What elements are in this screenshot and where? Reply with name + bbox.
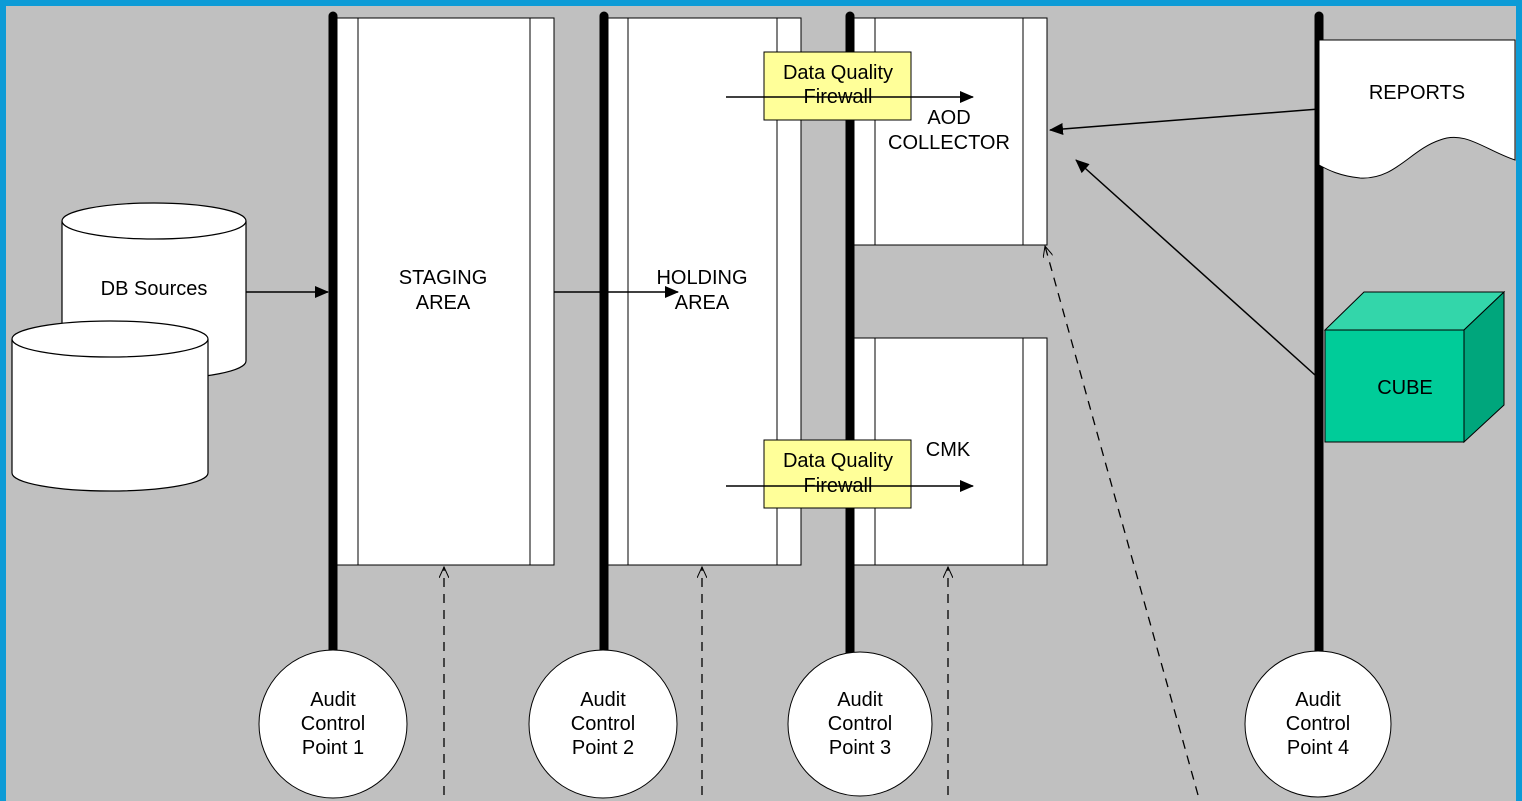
reports-label: REPORTS	[1369, 82, 1465, 104]
audit-1-line3: Point 1	[302, 737, 364, 759]
firewall-1-line1: Data Quality	[783, 62, 893, 84]
audit-4-line3: Point 4	[1287, 737, 1349, 759]
db-sources-cylinders: DB Sources	[11, 202, 247, 492]
staging-label-line1: STAGING	[399, 267, 488, 289]
data-quality-firewall-1: Data Quality Firewall	[763, 51, 912, 121]
audit-control-point-1: Audit Control Point 1	[258, 649, 408, 799]
audit-1-line1: Audit	[310, 689, 356, 711]
staging-area-box: STAGING AREA	[335, 17, 555, 566]
audit-control-point-2: Audit Control Point 2	[528, 649, 678, 799]
arrow-reports-to-aod	[1049, 108, 1320, 135]
audit-2-line1: Audit	[580, 689, 626, 711]
holding-label-line1: HOLDING	[656, 267, 747, 289]
cube-label: CUBE	[1377, 377, 1433, 399]
staging-label-line2: AREA	[416, 292, 471, 314]
aod-label-line2: COLLECTOR	[888, 132, 1010, 154]
db-sources-label: DB Sources	[101, 278, 208, 300]
audit-2-line2: Control	[571, 713, 635, 735]
audit-control-point-4: Audit Control Point 4	[1244, 650, 1392, 798]
audit-4-line2: Control	[1286, 713, 1350, 735]
audit-control-point-3: Audit Control Point 3	[787, 651, 933, 797]
aod-label-line1: AOD	[927, 107, 970, 129]
data-quality-firewall-2: Data Quality Firewall	[763, 439, 912, 509]
cube-shape: CUBE	[1323, 290, 1506, 444]
audit-3-line3: Point 3	[829, 737, 891, 759]
arrow-cube-to-aod	[1075, 159, 1316, 376]
cmk-label: CMK	[926, 439, 971, 461]
holding-label-line2: AREA	[675, 292, 730, 314]
audit-1-line2: Control	[301, 713, 365, 735]
audit-2-line3: Point 2	[572, 737, 634, 759]
audit-3-line1: Audit	[837, 689, 883, 711]
audit-3-line2: Control	[828, 713, 892, 735]
audit-4-line1: Audit	[1295, 689, 1341, 711]
reports-document: REPORTS	[1318, 39, 1516, 179]
firewall-2-line1: Data Quality	[783, 450, 893, 472]
